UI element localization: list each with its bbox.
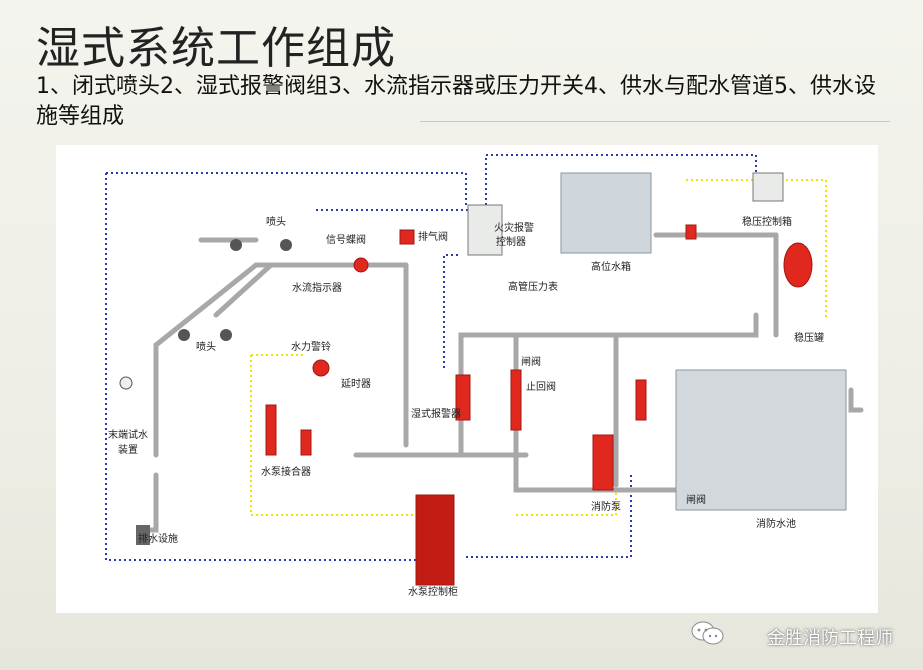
label-high-tank-gauge: 高管压力表 (508, 280, 558, 293)
label-retard-chamber: 延时器 (341, 378, 371, 390)
fire-pool (675, 369, 847, 511)
signal-wiring (105, 154, 757, 561)
label-pump-control-cabinet: 水泵控制柜 (408, 585, 458, 598)
signal-line-alarm (443, 254, 458, 370)
label-sprinkler-top: 喷头 (266, 216, 286, 228)
fire-pump (592, 434, 614, 491)
pump-connector-valve (300, 429, 312, 456)
sprinkler-head (280, 239, 292, 251)
label-gate-valve-top: 闸阀 (521, 355, 541, 368)
label-end-test-2: 装置 (118, 443, 138, 456)
label-drain: 排水设施 (138, 532, 178, 545)
sprinkler-head (178, 329, 190, 341)
red-equipment (265, 224, 813, 586)
system-diagram: 喷头 喷头 信号蝶阀 排气阀 水流指示器 火灾报警 控制器 高管压力表 高位水箱… (56, 145, 878, 613)
high-water-tank (560, 172, 652, 254)
regulator-control-box (752, 172, 784, 202)
power-line-left (250, 355, 426, 516)
pool-inlet-valve (635, 379, 647, 421)
signal-line-left (105, 173, 421, 561)
sprinklers (178, 239, 292, 341)
signal-line-pump (466, 475, 632, 558)
signal-line-top (106, 172, 467, 205)
wechat-icon (691, 621, 724, 645)
slide-title: 湿式系统工作组成 (36, 23, 396, 74)
gate-valve-top (510, 369, 522, 431)
label-high-tank: 高位水箱 (591, 260, 631, 273)
power-line-pump (516, 465, 617, 516)
label-fire-alarm-controller-2: 控制器 (496, 235, 526, 248)
sprinkler-head (220, 329, 232, 341)
label-fire-alarm-controller-1: 火灾报警 (494, 221, 534, 234)
label-flow-indicator: 水流指示器 (292, 281, 342, 294)
label-regulator-box: 稳压控制箱 (742, 215, 792, 228)
fire-alarm-controller (467, 204, 503, 256)
alarm-valve-body (455, 374, 471, 421)
end-test-gauge (119, 376, 133, 390)
watermark-text: 金胜消防工程师 (767, 628, 893, 649)
label-regulator-tank: 稳压罐 (794, 331, 824, 344)
power-wiring (250, 179, 827, 516)
label-fire-pump: 消防泵 (591, 500, 621, 513)
drain-pipe (143, 472, 159, 533)
label-check-valve: 止回阀 (526, 380, 556, 393)
label-fire-pool: 消防水池 (756, 517, 796, 530)
slide-subtitle: 1、闭式喷头2、湿式报警阀组3、水流指示器或压力开关4、供水与配水管道5、供水设… (36, 74, 876, 129)
label-signal-valve: 信号蝶阀 (326, 233, 366, 246)
branch-pipe-upper (213, 262, 274, 318)
tank-valve (685, 224, 697, 240)
branch-pipe-main (153, 262, 409, 458)
sprinkler-head (230, 239, 242, 251)
system-diagram-svg: 喷头 喷头 信号蝶阀 排气阀 水流指示器 火灾报警 控制器 高管压力表 高位水箱… (105, 154, 864, 598)
signal-line-tank (485, 154, 757, 205)
exhaust-valve (399, 229, 415, 245)
pressure-tank (783, 242, 813, 288)
label-sprinkler-bottom: 喷头 (196, 341, 216, 353)
pump-connector (265, 404, 277, 456)
label-water-gong: 水力警铃 (291, 340, 331, 353)
label-pump-connector: 水泵接合器 (261, 465, 311, 478)
pool-vent (848, 387, 864, 413)
drain-outlet (136, 525, 150, 545)
label-gate-valve-bottom: 闸阀 (686, 493, 706, 506)
label-wet-alarm-valve: 湿式报警器 (411, 407, 461, 420)
water-gong (312, 359, 330, 377)
power-line-regulator (686, 179, 827, 320)
label-end-test-1: 末端试水 (108, 428, 148, 441)
title-divider (420, 121, 890, 122)
pump-control-cabinet (415, 494, 455, 586)
label-exhaust-valve: 排气阀 (418, 230, 448, 243)
signal-butterfly-valve (353, 257, 369, 273)
